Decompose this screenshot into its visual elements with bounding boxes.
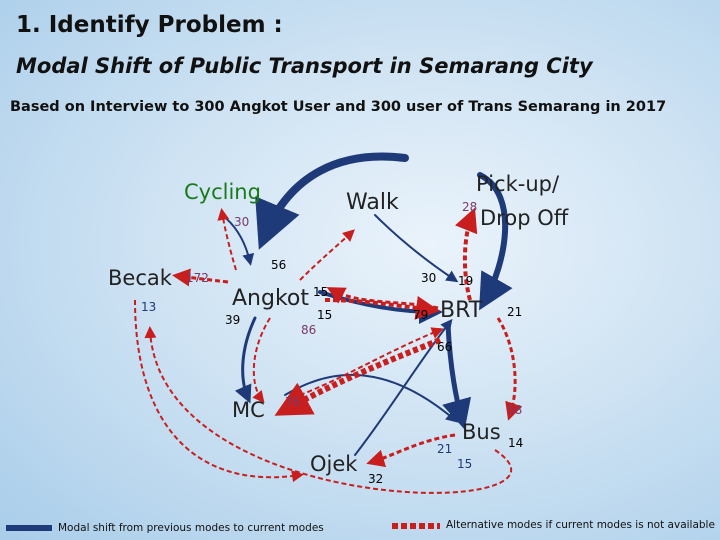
alt-angkot-to-becak <box>172 268 229 287</box>
flow-value: 76 <box>285 395 301 409</box>
alt-becak-to-ojek <box>134 299 304 483</box>
node-pickup-line1: Pick-up/ <box>476 172 560 196</box>
shift-walk-to-angkot <box>255 152 409 250</box>
node-bus: Bus <box>462 420 501 444</box>
flow-value: 66 <box>437 340 453 354</box>
flow-value: 79 <box>413 308 429 322</box>
alt-angkot-to-walk <box>299 229 355 281</box>
node-walk: Walk <box>346 190 399 215</box>
shift-walk-to-brt <box>374 214 459 283</box>
alt-bus-to-becak <box>144 326 513 494</box>
alt-angkot-to-brt <box>324 295 440 320</box>
alt-bus-to-ojek <box>366 433 456 468</box>
node-becak: Becak <box>108 266 172 290</box>
alt-brt-to-mc <box>274 337 442 416</box>
shift-pickup-to-brt <box>477 172 513 311</box>
shift-angkot-to-mc <box>234 316 257 404</box>
flow-value: 15 <box>457 457 473 471</box>
node-ojek: Ojek <box>310 452 358 476</box>
flow-value: 21 <box>507 305 523 319</box>
flow-value: 15 <box>313 285 329 299</box>
node-angkot: Angkot <box>232 286 309 311</box>
flow-value: 13 <box>141 300 157 314</box>
flow-value: 19 <box>458 274 474 288</box>
node-mc: MC <box>232 398 265 422</box>
flow-value: 32 <box>368 472 384 486</box>
slide-subtitle: Modal Shift of Public Transport in Semar… <box>16 54 593 78</box>
flow-value: 172 <box>186 271 209 285</box>
alt-mc-to-brt <box>299 327 444 396</box>
node-pickup-line2: Drop Off <box>480 206 569 230</box>
legend-alternative: Alternative modes if current modes is no… <box>446 519 715 531</box>
flow-value: 14 <box>508 436 524 450</box>
flow-value: 86 <box>301 323 317 337</box>
shift-mc-to-bus <box>284 374 459 423</box>
flow-value: 15 <box>317 308 333 322</box>
flow-value: 30 <box>421 271 437 285</box>
node-brt: BRT <box>440 298 483 323</box>
node-cycling: Cycling <box>184 180 261 204</box>
shift-brt-to-bus <box>442 322 472 430</box>
alt-brt-to-pickup <box>454 207 478 301</box>
alt-angkot-to-mc <box>252 317 271 404</box>
alt-brt-to-bus <box>496 317 523 421</box>
flow-value: 58 <box>507 403 523 417</box>
slide-title: 1. Identify Problem : <box>16 12 283 38</box>
flow-value: 28 <box>462 200 478 214</box>
flow-value: 21 <box>437 442 453 456</box>
flow-value: 56 <box>271 258 287 272</box>
survey-basis: Based on Interview to 300 Angkot User an… <box>10 99 667 115</box>
flow-value: 30 <box>234 215 250 229</box>
flow-value: 39 <box>225 313 241 327</box>
legend-modal-shift: Modal shift from previous modes to curre… <box>58 522 324 534</box>
